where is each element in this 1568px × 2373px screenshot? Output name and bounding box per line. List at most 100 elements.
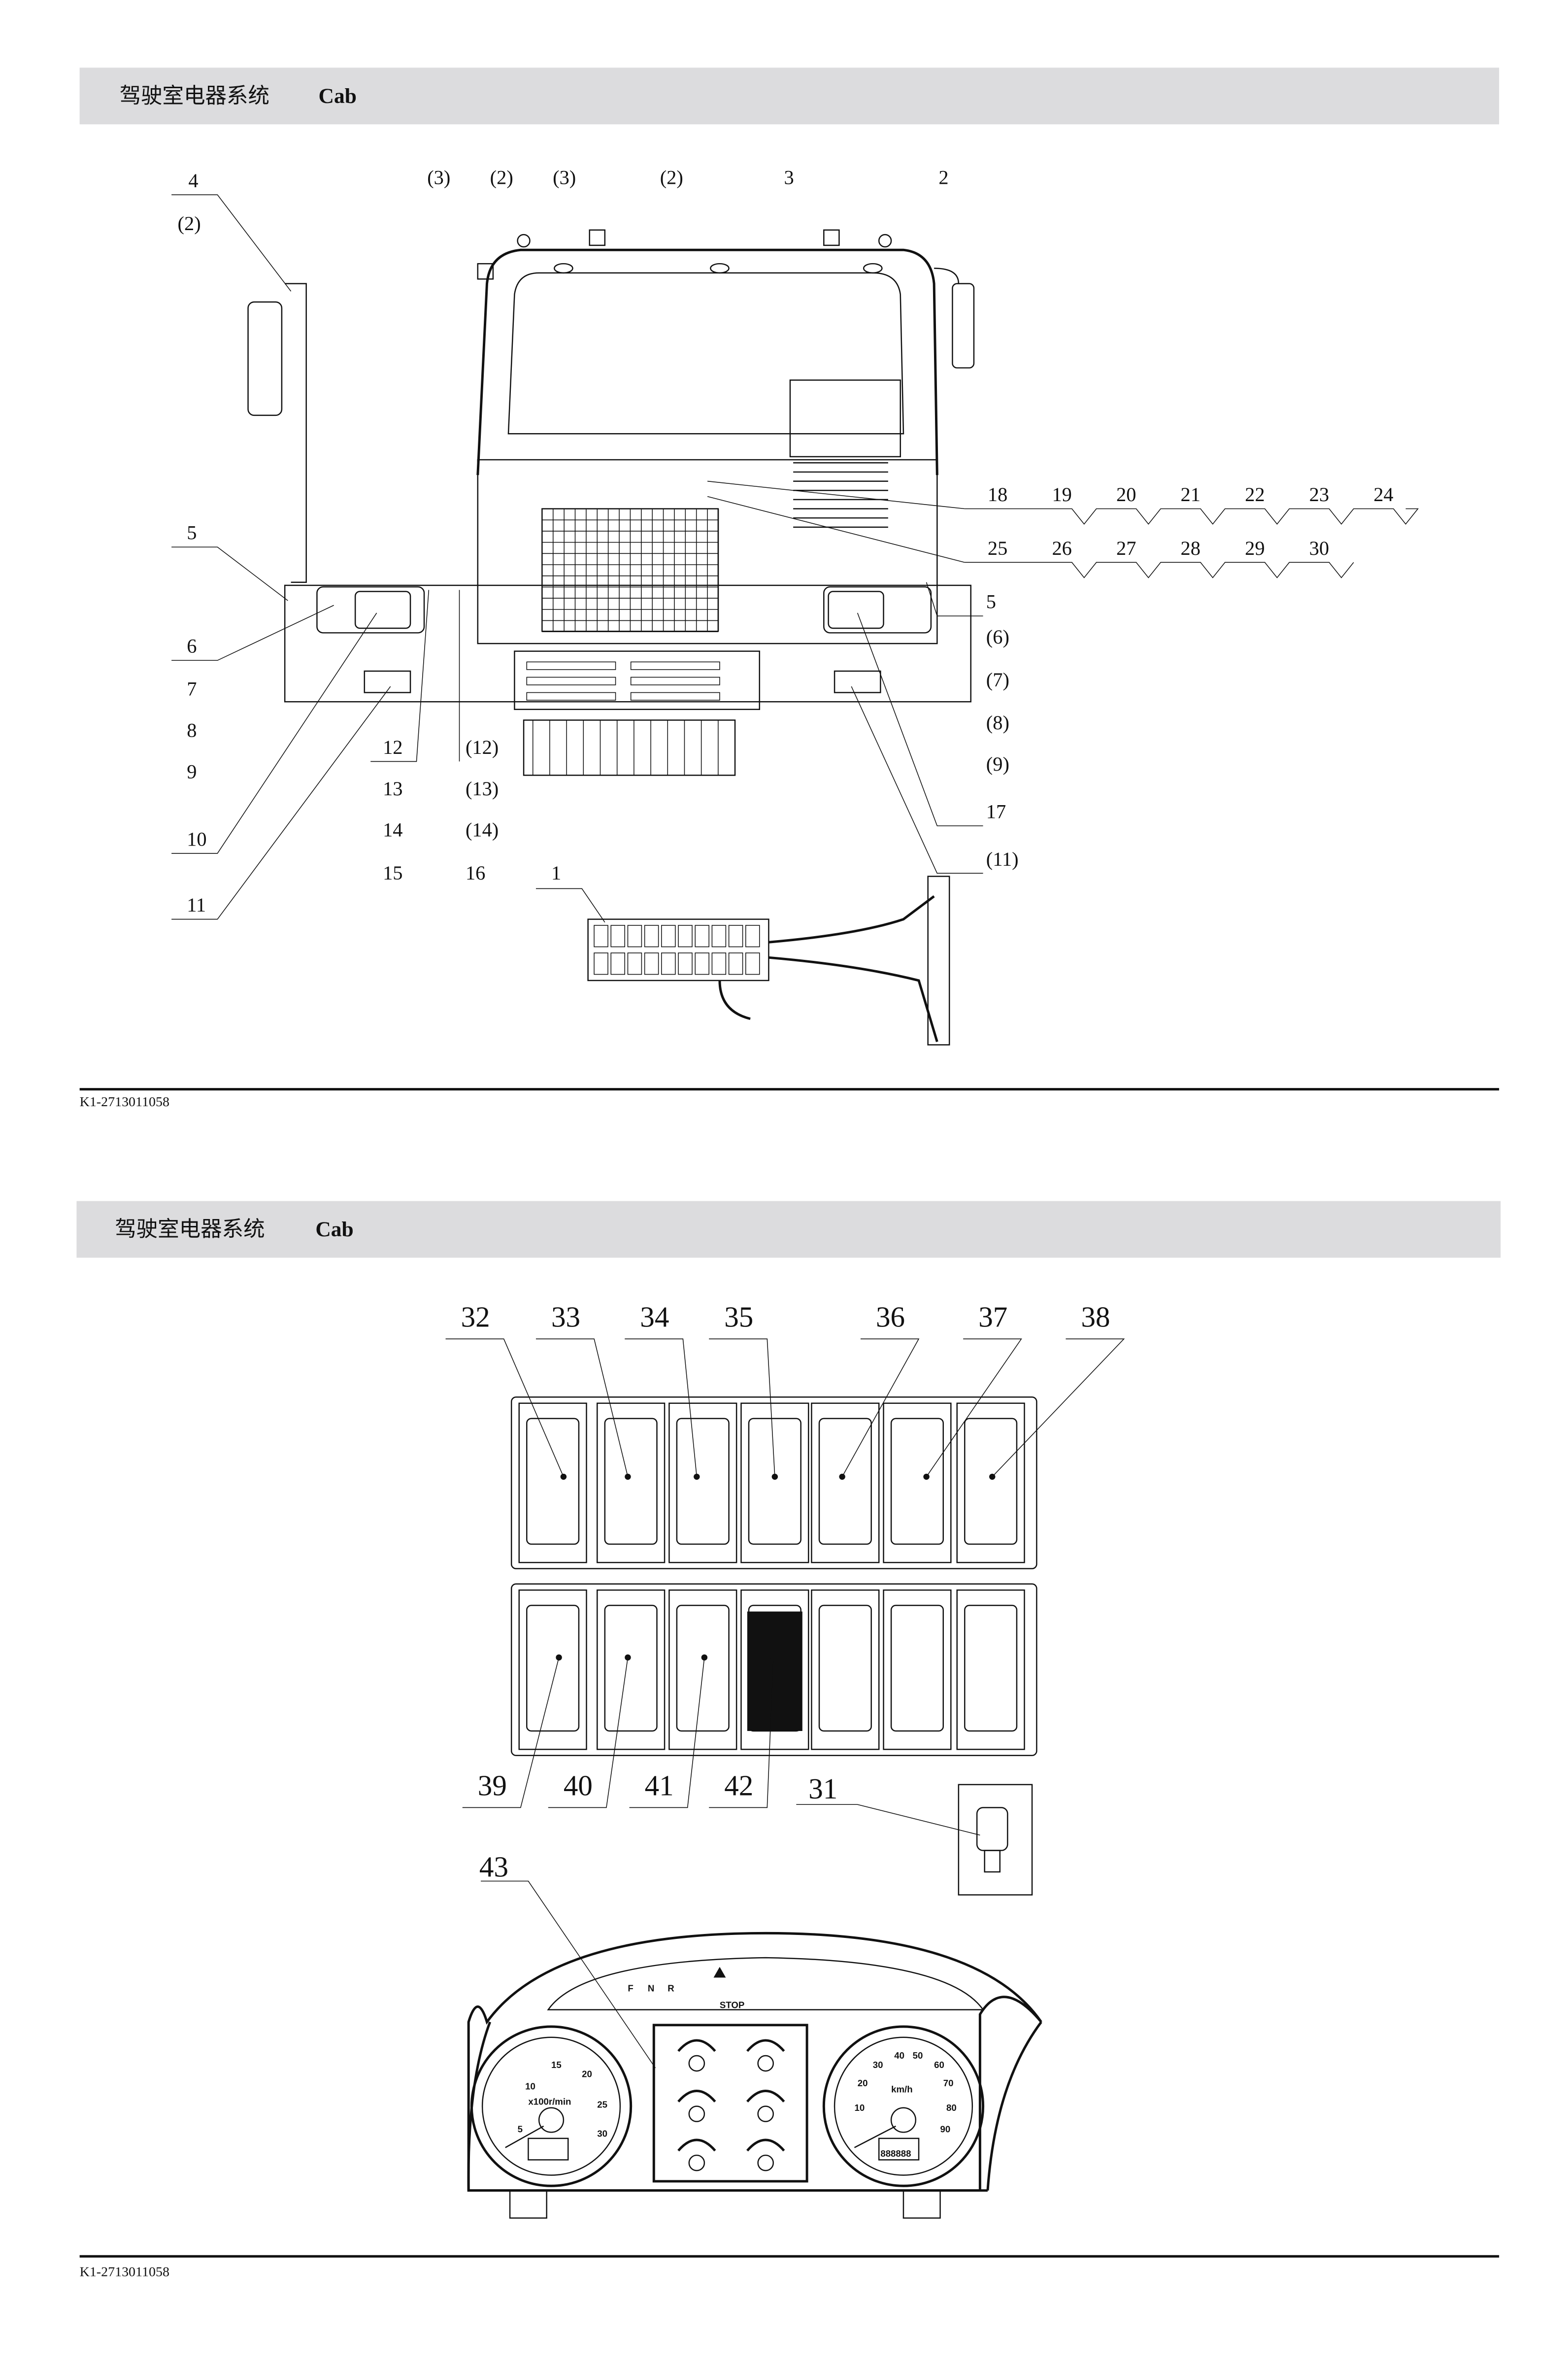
callout: 34 [640,1300,669,1333]
callout: 35 [724,1300,753,1333]
section-title-en: Cab [315,1218,353,1241]
speed-tick-label: 40 [894,2050,904,2061]
callout: 37 [978,1300,1007,1333]
callout: (9) [986,753,1009,775]
callout: 4 [188,170,198,192]
power-socket-31 [958,1784,1033,1896]
callout: 15 [383,862,402,884]
tachometer: 5 10 15 20 25 30 x100r/min [470,2025,633,2187]
cab-front-drawing [247,229,975,776]
switch-panel-top [510,1396,1037,1569]
drawing-number: K1-2713011058 [80,1094,169,1110]
callout: 2 [938,167,948,189]
callout: (11) [986,848,1019,870]
callout: 28 [1181,537,1201,559]
indicator-stop: STOP [720,2000,744,2010]
callout: 29 [1245,537,1265,559]
tach-tick-label: 30 [597,2129,607,2139]
callout: (3) [553,167,576,189]
callout: 27 [1116,537,1136,559]
callout: 30 [1309,537,1329,559]
wiring-harness-drawing [587,876,950,1046]
speedometer: 888888 10 20 30 40 50 60 70 80 90 km/h [822,2025,985,2187]
callout: 43 [479,1850,508,1883]
instrument-cluster: 5 10 15 20 25 30 x100r/min 888888 10 20 30 40 50 6… [467,1932,1042,2219]
callout: 7 [187,678,197,700]
speed-tick-label: 30 [873,2060,883,2070]
speed-tick-label: 20 [858,2078,868,2088]
tach-tick-label: 5 [518,2124,523,2134]
speed-unit: km/h [891,2084,913,2095]
callout: (7) [986,669,1009,691]
tach-tick-label: 20 [582,2069,592,2079]
callout: 19 [1052,483,1071,506]
callout: 21 [1181,483,1201,506]
callout: 18 [988,483,1007,506]
callout: 13 [383,778,402,800]
tach-tick-label: 10 [525,2081,535,2091]
indicator-lights: F N R STOP [628,1966,744,2010]
callout: 39 [478,1769,507,1802]
callout: (6) [986,626,1009,648]
speed-tick-label: 60 [934,2060,944,2070]
blank-switch-filled [747,1611,802,1731]
leader-lines-p2 [445,1338,1125,2068]
tach-unit: x100r/min [528,2096,571,2106]
callout: (2) [660,167,683,189]
callout: (2) [490,167,513,189]
drawing-number: K1-2713011058 [80,2265,169,2280]
callout: 26 [1052,537,1071,559]
callout: (13) [466,778,499,800]
indicator-r: R [667,1983,674,1993]
tach-tick-label: 15 [551,2060,562,2070]
callout: (8) [986,712,1009,734]
callout: 1 [551,862,561,884]
callout: (14) [466,819,499,841]
callout: 5 [986,591,996,613]
callout: 6 [187,635,197,657]
callout: 10 [187,828,206,850]
callout: 9 [187,761,197,783]
leader-lines [171,194,1419,923]
callout: 33 [551,1300,580,1333]
callout: 11 [187,894,206,916]
odometer-readout: 888888 [880,2148,911,2159]
callout: 25 [988,537,1007,559]
section-header-bar [76,1201,1501,1258]
callout: 31 [808,1772,837,1805]
callout: 42 [724,1769,753,1802]
callout: 24 [1373,483,1393,506]
section-header-bar [79,68,1500,125]
callout: (12) [466,736,499,758]
section-title-en: Cab [319,84,357,108]
tach-tick-label: 25 [597,2100,607,2110]
section-title-cn: 驾驶室电器系统 [115,1217,265,1242]
callout: 38 [1081,1300,1110,1333]
callout: 16 [466,862,485,884]
callout: (2) [178,212,201,235]
callout: 40 [564,1769,593,1802]
section-title-cn: 驾驶室电器系统 [119,84,269,108]
speed-tick-label: 50 [913,2050,923,2061]
brand-logo-icon [713,1966,726,1978]
speed-tick-label: 10 [854,2102,865,2113]
callout: 8 [187,719,197,742]
speed-tick-label: 70 [943,2078,954,2088]
callout: 17 [986,800,1006,822]
callout: 41 [645,1769,674,1802]
switch-panel-bottom [510,1583,1037,1757]
callout: 32 [461,1300,490,1333]
callout: 14 [383,819,402,841]
callout: 12 [383,736,402,758]
indicator-n: N [648,1983,654,1993]
speed-tick-label: 90 [940,2124,951,2134]
warning-gauge-panel [652,2024,808,2183]
callout: 5 [187,522,197,544]
callout: 20 [1116,483,1136,506]
speed-tick-label: 80 [946,2102,957,2113]
callout: 22 [1245,483,1265,506]
callout: 36 [876,1300,905,1333]
callout: 23 [1309,483,1329,506]
